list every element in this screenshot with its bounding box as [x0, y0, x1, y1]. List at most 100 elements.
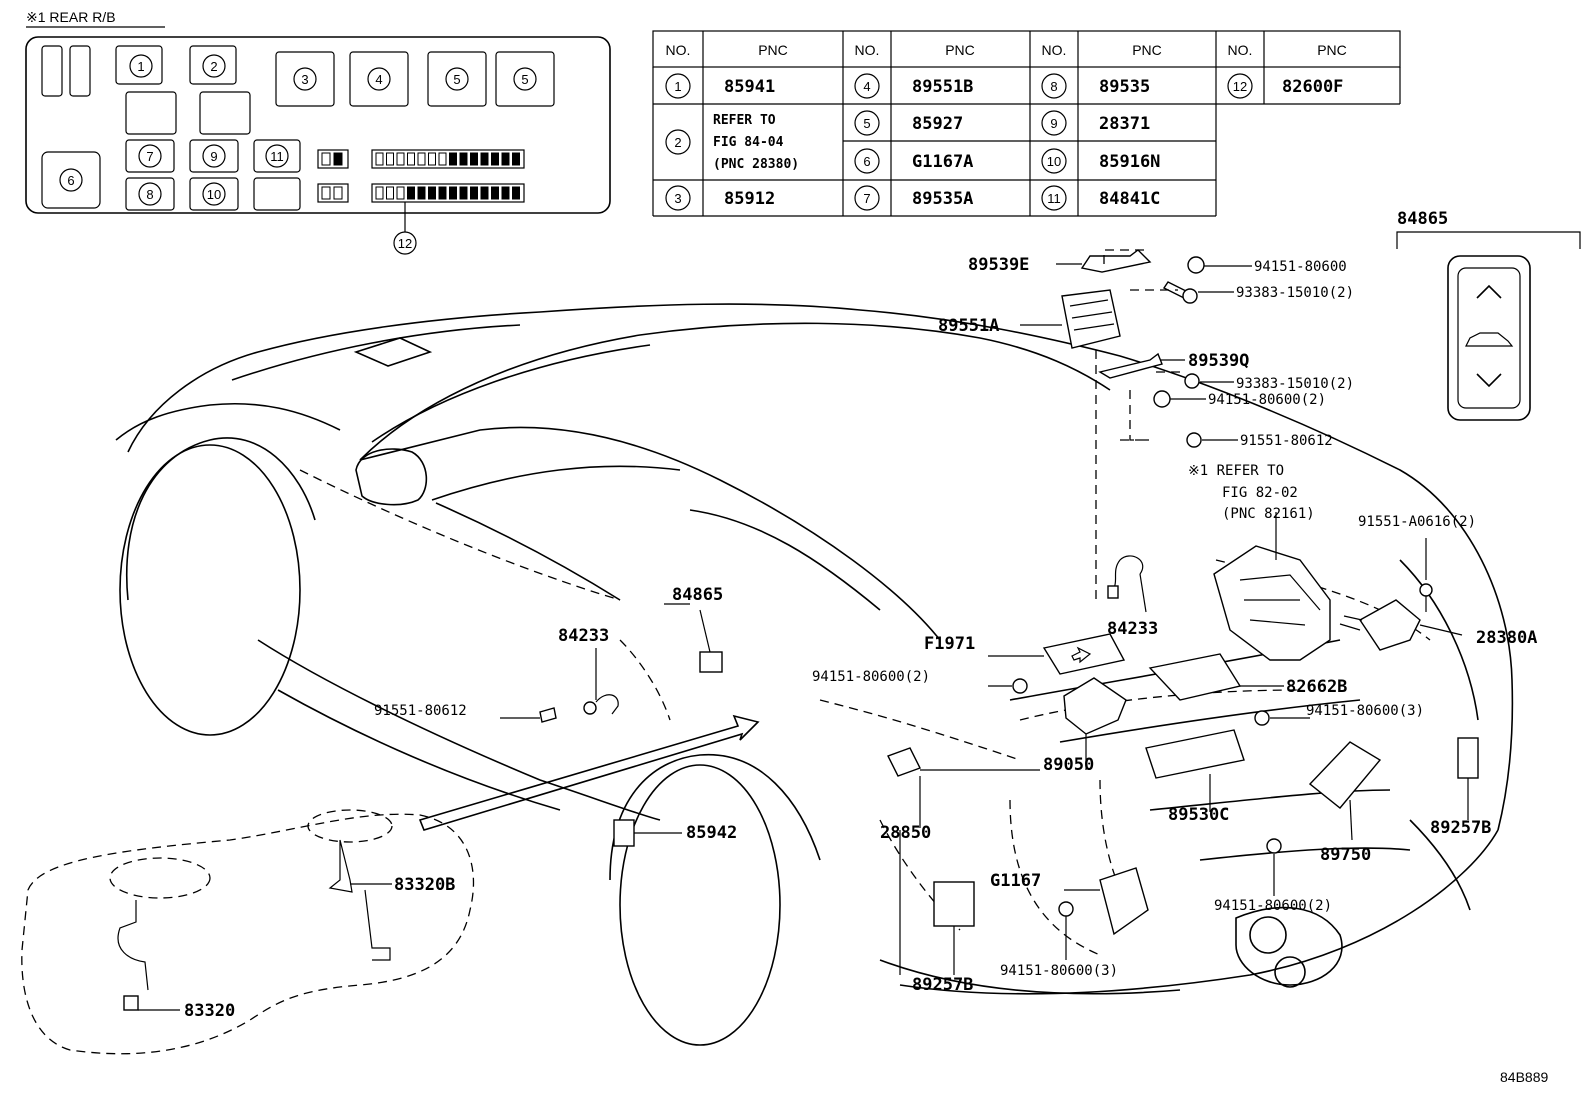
- label-84233-left: 84233: [558, 626, 609, 646]
- rb-title: ※1 REAR R/B: [26, 9, 116, 25]
- fuse-cell: [449, 152, 457, 166]
- row9-no: 9: [1050, 116, 1057, 131]
- label-83320: 83320: [184, 1001, 235, 1021]
- fuse-cell: [491, 152, 499, 166]
- rb-num-3: 3: [301, 72, 308, 87]
- row5-pnc: 85927: [912, 114, 963, 134]
- label-94151-80600-2b: 94151-80600(2): [812, 669, 930, 685]
- row1-no: 1: [674, 79, 681, 94]
- label-94151-80600-2a: 94151-80600(2): [1208, 392, 1326, 408]
- row10-pnc: 85916N: [1099, 152, 1160, 172]
- rb-num-4: 4: [375, 72, 382, 87]
- fuse-cell: [480, 186, 489, 200]
- fuse-cell: [407, 152, 415, 166]
- chevron-up-icon: [1476, 284, 1502, 299]
- fuse-cell: [396, 186, 405, 200]
- label-G1167: G1167: [990, 871, 1041, 891]
- label-91551-A0616: 91551-A0616(2): [1358, 514, 1476, 530]
- label-94151-80600-2c: 94151-80600(2): [1214, 898, 1332, 914]
- th-pnc-3: PNC: [1132, 42, 1162, 58]
- refer-line-1: ※1 REFER TO: [1188, 463, 1284, 479]
- rb-num-12: 12: [398, 236, 412, 251]
- rb-num-1: 1: [137, 59, 144, 74]
- label-84233-right: 84233: [1107, 619, 1158, 639]
- row7-pnc: 89535A: [912, 189, 973, 209]
- row3-no: 3: [674, 191, 681, 206]
- pnc-table: NO. PNC NO. PNC NO. PNC NO. PNC 1 2 3 4 …: [652, 30, 1401, 217]
- rb-num-6: 6: [67, 173, 74, 188]
- th-no-1: NO.: [666, 42, 691, 58]
- rb-num-8: 8: [146, 187, 153, 202]
- th-pnc-4: PNC: [1317, 42, 1347, 58]
- th-pnc-2: PNC: [945, 42, 975, 58]
- label-89539Q: 89539Q: [1188, 351, 1249, 371]
- fuse-cell: [428, 186, 436, 200]
- row2-note-1: REFER TO: [713, 113, 776, 128]
- row8-pnc: 89535: [1099, 77, 1150, 97]
- label-93383-15010-a: 93383-15010(2): [1236, 285, 1354, 301]
- fuse-cell: [396, 152, 405, 166]
- row9-pnc: 28371: [1099, 114, 1150, 134]
- fuse-cell: [386, 152, 394, 166]
- label-93383-15010-b: 93383-15010(2): [1236, 376, 1354, 392]
- rb-num-10: 10: [207, 187, 221, 202]
- row4-no: 4: [863, 79, 870, 94]
- label-89539E: 89539E: [968, 255, 1029, 275]
- row7-no: 7: [863, 191, 870, 206]
- fuse-cell: [470, 152, 478, 166]
- fuse-cell: [417, 152, 426, 166]
- label-85942: 85942: [686, 823, 737, 843]
- label-89257B-right: 89257B: [1430, 818, 1491, 838]
- row4-pnc: 89551B: [912, 77, 973, 97]
- row11-pnc: 84841C: [1099, 189, 1160, 209]
- row1-pnc: 85941: [724, 77, 775, 97]
- rb-num-2: 2: [210, 59, 217, 74]
- label-89530C: 89530C: [1168, 805, 1229, 825]
- fuse-cell: [491, 186, 499, 200]
- fuse-cell: [438, 152, 447, 166]
- fuse-cell: [386, 186, 394, 200]
- th-no-2: NO.: [855, 42, 880, 58]
- row8-no: 8: [1050, 79, 1057, 94]
- row6-no: 6: [863, 154, 870, 169]
- label-94151-80600: 94151-80600: [1254, 259, 1347, 275]
- label-82662B: 82662B: [1286, 677, 1347, 697]
- car-profile-icon: [1465, 332, 1514, 347]
- rear-relay-block-inset: ※1 REAR R/B 1 2 3 4 5 5: [25, 9, 611, 255]
- fuse-cell: [321, 186, 331, 200]
- row10-no: 10: [1047, 154, 1061, 169]
- label-F1971: F1971: [924, 634, 975, 654]
- fuse-cell: [512, 186, 520, 200]
- rb-num-11: 11: [270, 149, 284, 164]
- fuse-cell: [438, 186, 447, 200]
- switch-84865-inset: 84865: [1396, 209, 1581, 421]
- part-labels: 89539E 89551A 89539Q 28380A 84865 84233 …: [184, 255, 1537, 1021]
- leader-lines: [138, 263, 1469, 1011]
- fuse-cell: [480, 152, 489, 166]
- fuse-cell: [333, 152, 343, 166]
- label-84865: 84865: [672, 585, 723, 605]
- fuse-cell: [417, 186, 426, 200]
- label-89050: 89050: [1043, 755, 1094, 775]
- fuse-cell: [501, 186, 510, 200]
- row12-pnc: 82600F: [1282, 77, 1343, 97]
- label-94151-80600-3a: 94151-80600(3): [1306, 703, 1424, 719]
- label-94151-80600-3b: 94151-80600(3): [1000, 963, 1118, 979]
- label-83320B: 83320B: [394, 875, 455, 895]
- fuse-cell: [459, 152, 468, 166]
- refer-line-3: (PNC 82161): [1222, 506, 1315, 522]
- fuse-cell: [512, 152, 520, 166]
- chevron-down-icon: [1476, 373, 1502, 388]
- row2-note-3: (PNC 28380): [713, 157, 799, 172]
- diagram-code: 84B889: [1500, 1069, 1548, 1085]
- th-no-4: NO.: [1228, 42, 1253, 58]
- assembly-lines: [1095, 249, 1184, 600]
- row11-no: 11: [1047, 191, 1061, 206]
- fuel-tank: [21, 809, 475, 1055]
- row2-no: 2: [674, 135, 681, 150]
- fuse-cell: [333, 186, 343, 200]
- switch-title: 84865: [1397, 209, 1448, 229]
- th-no-3: NO.: [1042, 42, 1067, 58]
- fuse-cell: [449, 186, 457, 200]
